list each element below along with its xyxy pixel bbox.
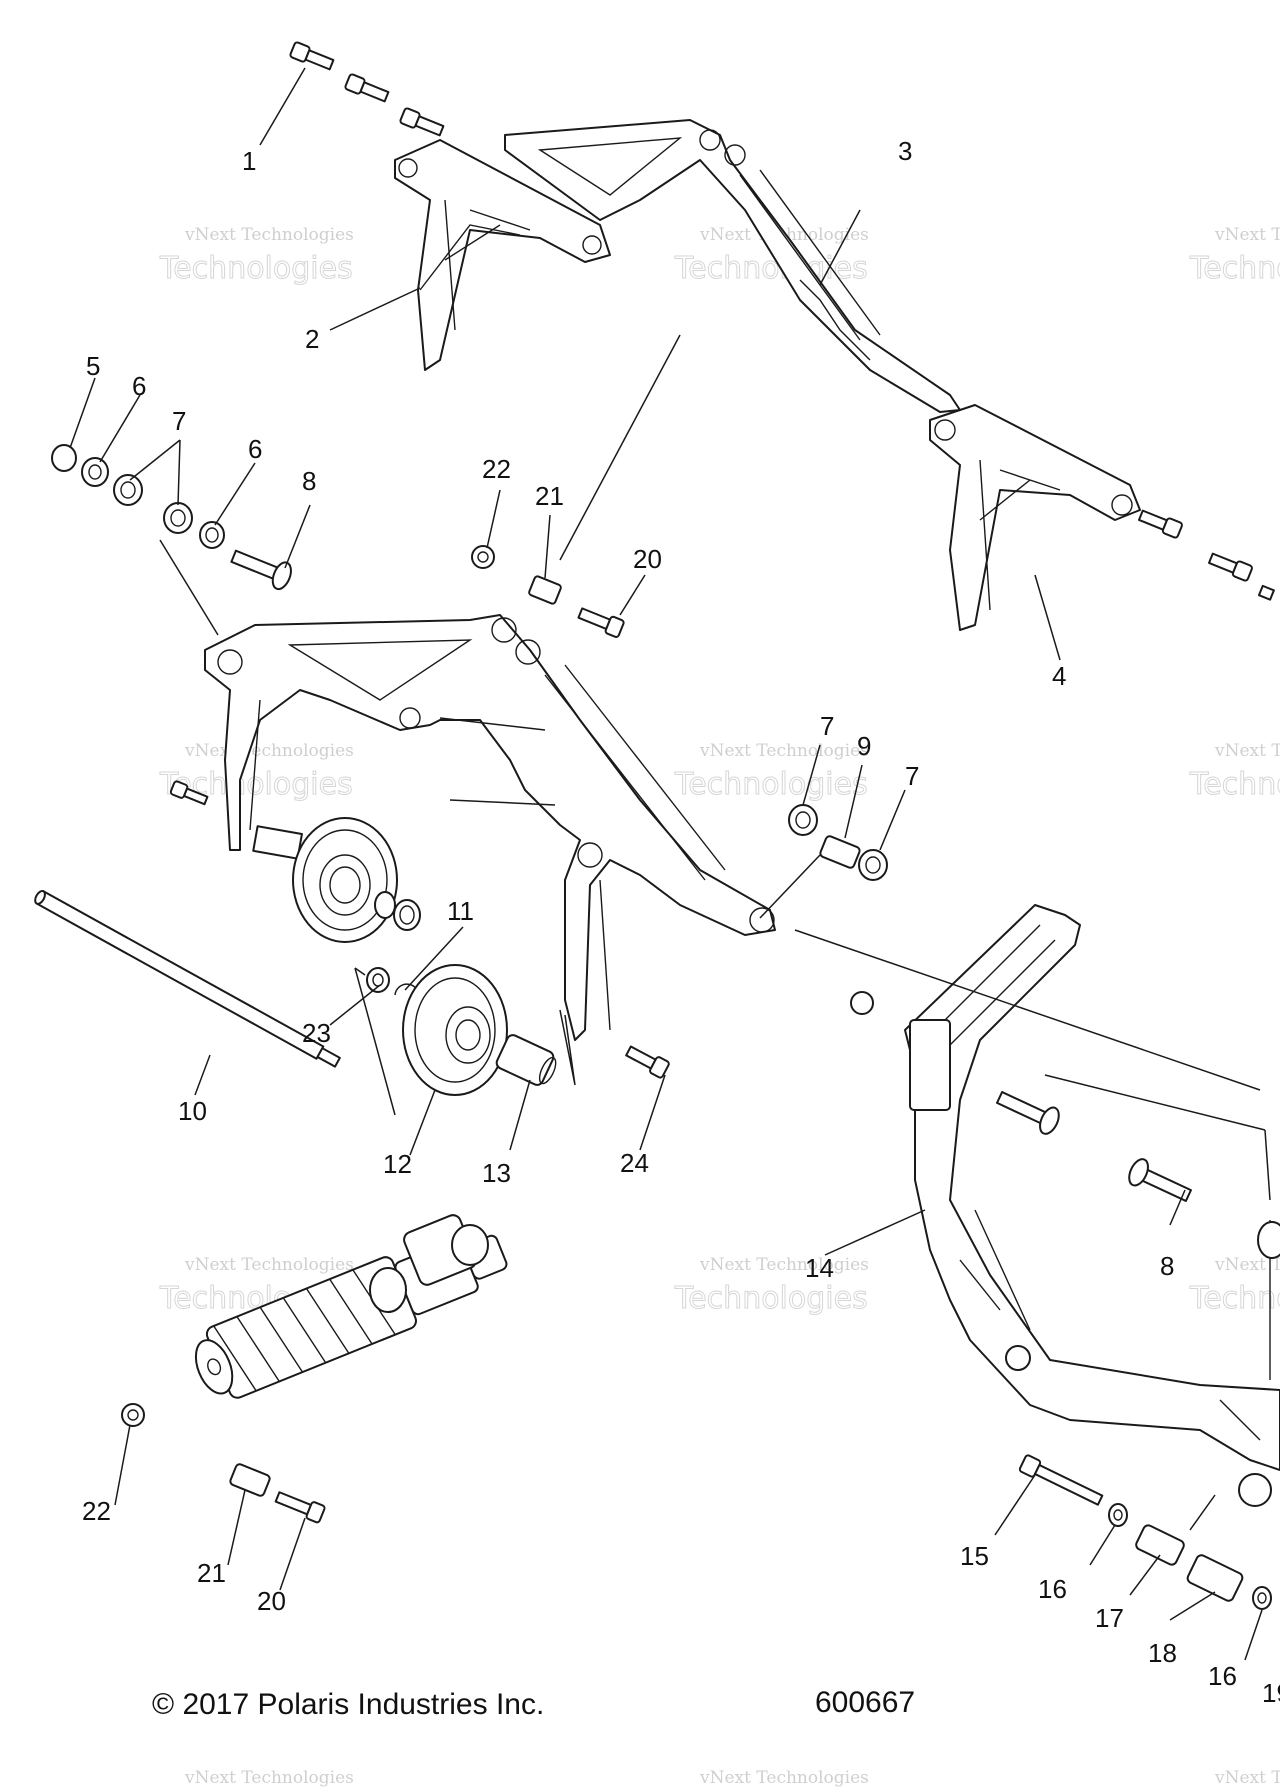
watermark-text: vNext Technologies bbox=[184, 225, 354, 245]
callout-20b: 20 bbox=[257, 1586, 286, 1616]
watermark-layer: vNext Technologies Technologies vNext Te… bbox=[159, 225, 1280, 1788]
front-arm-frame bbox=[904, 904, 1280, 1507]
callout-21a: 21 bbox=[535, 481, 564, 511]
callout-23: 23 bbox=[302, 1018, 331, 1048]
callout-20a: 20 bbox=[633, 544, 662, 574]
callout-12: 12 bbox=[383, 1149, 412, 1179]
center-hardware-upper bbox=[471, 545, 625, 638]
figure-number: 600667 bbox=[815, 1686, 915, 1719]
callout-24: 24 bbox=[620, 1148, 649, 1178]
callout-1: 1 bbox=[242, 146, 256, 176]
right-bolt-set bbox=[1138, 509, 1275, 601]
callout-13: 13 bbox=[482, 1158, 511, 1188]
callout-8b: 8 bbox=[1160, 1251, 1174, 1281]
callout-2: 2 bbox=[305, 324, 319, 354]
pin-8-right-a bbox=[996, 1091, 1060, 1135]
small-bolt bbox=[169, 780, 209, 806]
watermark-text: vNext Technologies bbox=[184, 1768, 354, 1788]
callout-9: 9 bbox=[857, 731, 871, 761]
callout-10: 10 bbox=[178, 1096, 207, 1126]
diagram-footer: © 2017 Polaris Industries Inc. 600667 bbox=[152, 1686, 915, 1721]
callout-22b: 22 bbox=[82, 1496, 111, 1526]
watermark-outline: Technologies bbox=[1189, 767, 1280, 802]
callout-7b: 7 bbox=[820, 711, 834, 741]
callout-17: 17 bbox=[1095, 1603, 1124, 1633]
callout-5: 5 bbox=[86, 351, 100, 381]
watermark-text: vNext Technologies bbox=[699, 1768, 869, 1788]
watermark-text: vNext Technologies bbox=[699, 1255, 869, 1275]
shock-absorber bbox=[194, 1214, 508, 1399]
axle-shaft bbox=[34, 890, 341, 1068]
callout-7a: 7 bbox=[172, 406, 186, 436]
watermark-outline: Technologies bbox=[674, 251, 868, 286]
callout-3: 3 bbox=[898, 136, 912, 166]
watermark-outline: Technologies bbox=[1189, 251, 1280, 286]
callout-4: 4 bbox=[1052, 661, 1066, 691]
callout-16b: 16 bbox=[1208, 1661, 1237, 1691]
pin-8-right-b bbox=[1128, 1158, 1192, 1202]
callout-7c: 7 bbox=[905, 761, 919, 791]
watermark-text: vNext Technologies bbox=[184, 1255, 354, 1275]
watermark-text: vNext Technologies bbox=[1214, 1768, 1280, 1788]
callout-19: 19 bbox=[1262, 1678, 1280, 1708]
upper-left-bracket bbox=[394, 139, 611, 371]
callout-6a: 6 bbox=[132, 371, 146, 401]
main-rail-assembly bbox=[204, 614, 776, 1041]
copyright-notice: © 2017 Polaris Industries Inc. bbox=[152, 1688, 544, 1721]
watermark-outline: Technologies bbox=[674, 1281, 868, 1316]
watermark-text: vNext Technologies bbox=[1214, 225, 1280, 245]
lower-right-hardware bbox=[1018, 1454, 1272, 1610]
callout-8a: 8 bbox=[302, 466, 316, 496]
watermark-text: vNext Technologies bbox=[184, 741, 354, 761]
lower-idler-wheel bbox=[366, 964, 557, 1096]
watermark-outline: Technologies bbox=[674, 767, 868, 802]
watermark-outline: Technologies bbox=[1189, 1281, 1280, 1316]
bolt-24 bbox=[625, 1045, 670, 1079]
top-bolt-set bbox=[289, 41, 445, 137]
upper-right-bracket bbox=[929, 404, 1141, 631]
watermark-text: vNext Technologies bbox=[1214, 1255, 1280, 1275]
upper-idler-wheel bbox=[252, 817, 421, 943]
frame-nut bbox=[850, 991, 874, 1015]
callout-16a: 16 bbox=[1038, 1574, 1067, 1604]
callout-22a: 22 bbox=[482, 454, 511, 484]
left-hardware-stack bbox=[51, 444, 292, 591]
spacer-bushing-set bbox=[788, 804, 888, 881]
callout-18: 18 bbox=[1148, 1638, 1177, 1668]
callout-15: 15 bbox=[960, 1541, 989, 1571]
upper-rail-assembly bbox=[504, 119, 961, 413]
callout-21b: 21 bbox=[197, 1558, 226, 1588]
center-hardware-lower bbox=[121, 1403, 326, 1524]
callout-14: 14 bbox=[805, 1253, 834, 1283]
watermark-outline: Technologies bbox=[159, 251, 353, 286]
callout-6b: 6 bbox=[248, 434, 262, 464]
callout-labels: 1 2 3 4 5 6 7 6 8 22 21 20 7 9 7 11 23 1… bbox=[82, 136, 1280, 1708]
leader-lines bbox=[69, 67, 1271, 1661]
watermark-text: vNext Technologies bbox=[699, 741, 869, 761]
callout-11: 11 bbox=[447, 896, 474, 926]
watermark-text: vNext Technologies bbox=[1214, 741, 1280, 761]
